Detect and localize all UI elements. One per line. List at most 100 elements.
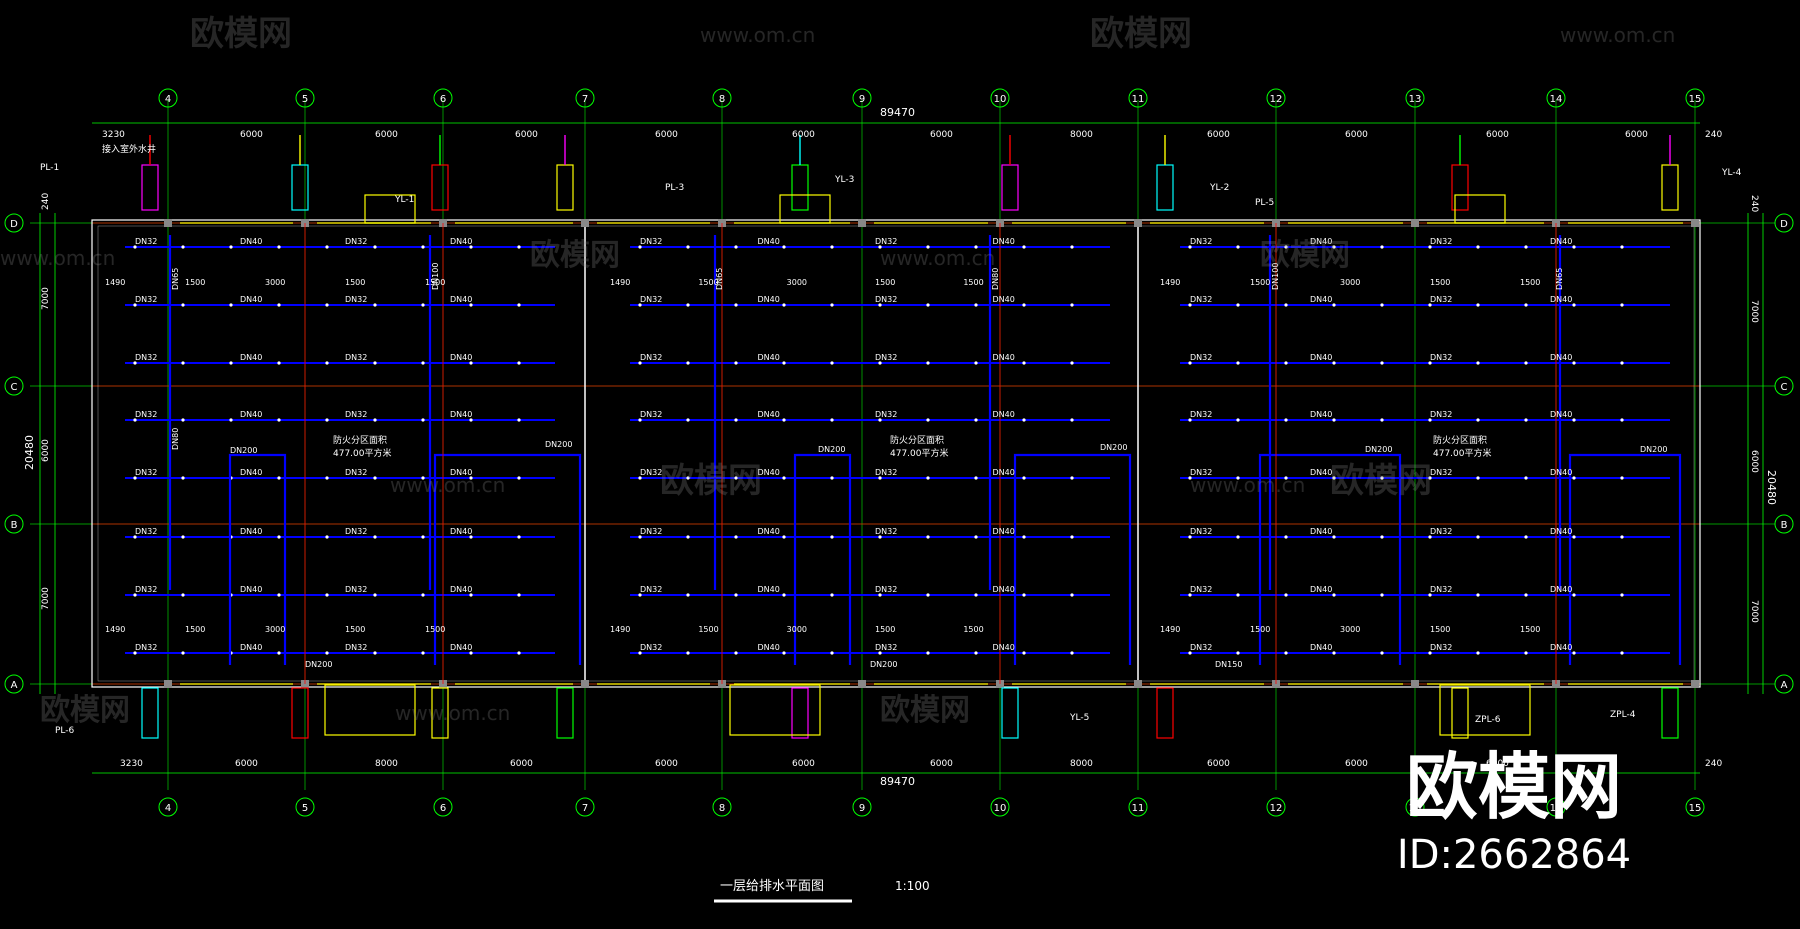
sprinkler-head <box>1524 245 1528 249</box>
sprinkler-head <box>974 593 978 597</box>
sprinkler-head <box>1070 418 1074 422</box>
sprinkler-head <box>1620 361 1624 365</box>
sprinkler-head <box>686 651 690 655</box>
sprinkler-head <box>974 245 978 249</box>
total-dim-top: 89470 <box>880 106 915 119</box>
pipe-size-label: DN32 <box>135 410 157 419</box>
sprinkler-head <box>1022 593 1026 597</box>
sprinkler-head <box>1022 303 1026 307</box>
sprinkler-head <box>782 593 786 597</box>
sprinkler-head <box>277 303 281 307</box>
pipe-size-label: DN40 <box>450 468 472 477</box>
vertical-dn-label-4: DN80 <box>991 268 1000 290</box>
pipe-size-label: DN40 <box>993 468 1015 477</box>
zone-note-title-2: 防火分区面积 <box>890 434 944 446</box>
sprinkler-head <box>974 651 978 655</box>
pipe-size-label: DN32 <box>1190 468 1212 477</box>
grid-bubble-label: 12 <box>1270 94 1283 105</box>
sprinkler-head <box>469 418 473 422</box>
sprinkler-head <box>734 303 738 307</box>
grid-bubble-label: D <box>10 219 18 230</box>
dn200-loop-3 <box>1013 453 1132 665</box>
pipe-size-label: DN40 <box>1310 295 1332 304</box>
sprinkler-head <box>181 593 185 597</box>
riser-top-6 <box>1156 164 1174 211</box>
watermark-brand-tile-2: 欧模网 <box>660 461 762 501</box>
sprinkler-head <box>1620 535 1624 539</box>
grid-bubble-label: 11 <box>1132 94 1145 105</box>
pipe-size-label: DN40 <box>240 295 262 304</box>
sprinkler-head <box>133 476 137 480</box>
pipe-size-label: DN40 <box>450 295 472 304</box>
sprinkler-head <box>1620 245 1624 249</box>
sprinkler-head <box>1284 361 1288 365</box>
watermark-site-tile-4: www.om.cn <box>390 473 505 497</box>
spacing-dim-0-0-2: 3000 <box>265 278 285 287</box>
riser-top-0 <box>141 164 159 211</box>
pipe-size-label: DN40 <box>240 585 262 594</box>
riser-bot-2 <box>431 687 449 739</box>
watermark-site-tile-1: www.om.cn <box>1560 23 1675 47</box>
pipe-size-label: DN40 <box>993 295 1015 304</box>
sprinkler-head <box>469 245 473 249</box>
sprinkler-head <box>1022 651 1026 655</box>
column-7-0 <box>1134 219 1142 227</box>
pipe-size-label: DN32 <box>1430 410 1452 419</box>
spacing-dim-1-0-3: 1500 <box>345 625 365 634</box>
spacing-dim-0-0-3: 1500 <box>345 278 365 287</box>
grid-bubble-col-15-bottom <box>1685 797 1705 817</box>
grid-bubble-label: 14 <box>1550 94 1563 105</box>
column-7-3 <box>1134 680 1142 688</box>
sprinkler-head <box>1380 535 1384 539</box>
grid-bubble-label: 13 <box>1409 94 1422 105</box>
sprinkler-head <box>1476 651 1480 655</box>
sprinkler-head <box>1236 535 1240 539</box>
bay-dim-bot-5: 6000 <box>792 759 815 769</box>
sprinkler-head <box>1620 651 1624 655</box>
grid-bubble-label: 6 <box>440 94 446 105</box>
riser-label-6: YL-4 <box>1721 168 1742 178</box>
grid-bubble-label: B <box>11 520 18 531</box>
sprinkler-head <box>1332 418 1336 422</box>
bay-dim-top-1: 6000 <box>240 130 263 140</box>
riser-bot-6 <box>1156 687 1174 739</box>
column-0-3 <box>164 680 172 688</box>
sprinkler-head <box>830 245 834 249</box>
riser-label-0: PL-1 <box>40 163 59 173</box>
sprinkler-head <box>133 593 137 597</box>
sprinkler-head <box>181 245 185 249</box>
spacing-dim-0-2-2: 3000 <box>1340 278 1360 287</box>
zone-note-1-title: 防火分区面积 <box>333 434 387 446</box>
sprinkler-head <box>1284 245 1288 249</box>
pump-box-top-1 <box>779 194 831 224</box>
grid-bubble-label: 9 <box>859 803 865 814</box>
sprinkler-head <box>517 593 521 597</box>
sprinkler-head <box>277 476 281 480</box>
sprinkler-head <box>277 593 281 597</box>
sprinkler-head <box>1572 651 1576 655</box>
grid-bubble-col-10-top <box>990 88 1010 108</box>
sprinkler-head <box>1284 476 1288 480</box>
row-dim-left-3: 240 <box>41 193 51 210</box>
riser-symbols <box>141 135 1679 739</box>
sprinkler-head <box>1380 593 1384 597</box>
row-dim-left-2: 7000 <box>41 587 51 610</box>
sprinkler-head <box>686 593 690 597</box>
pipe-size-label: DN32 <box>1190 353 1212 362</box>
bay-dim-bot-9: 6000 <box>1345 759 1368 769</box>
watermark-brand-tile-b0: 欧模网 <box>1260 238 1350 273</box>
row-dim-right-1: 6000 <box>1749 450 1759 473</box>
pipe-size-label: DN32 <box>875 527 897 536</box>
sprinkler-head <box>782 651 786 655</box>
dn200-label-4: DN200 <box>1365 445 1392 454</box>
sprinkler-head <box>469 593 473 597</box>
sprinkler-head <box>638 593 642 597</box>
pipe-size-label: DN32 <box>875 585 897 594</box>
sprinkler-head <box>1380 651 1384 655</box>
pipe-size-label: DN32 <box>345 237 367 246</box>
grid-bubble-row-B-left <box>4 514 24 534</box>
sprinkler-head <box>325 651 329 655</box>
bay-dim-bot-11: 240 <box>1705 759 1722 769</box>
pipe-size-label: DN40 <box>758 468 780 477</box>
